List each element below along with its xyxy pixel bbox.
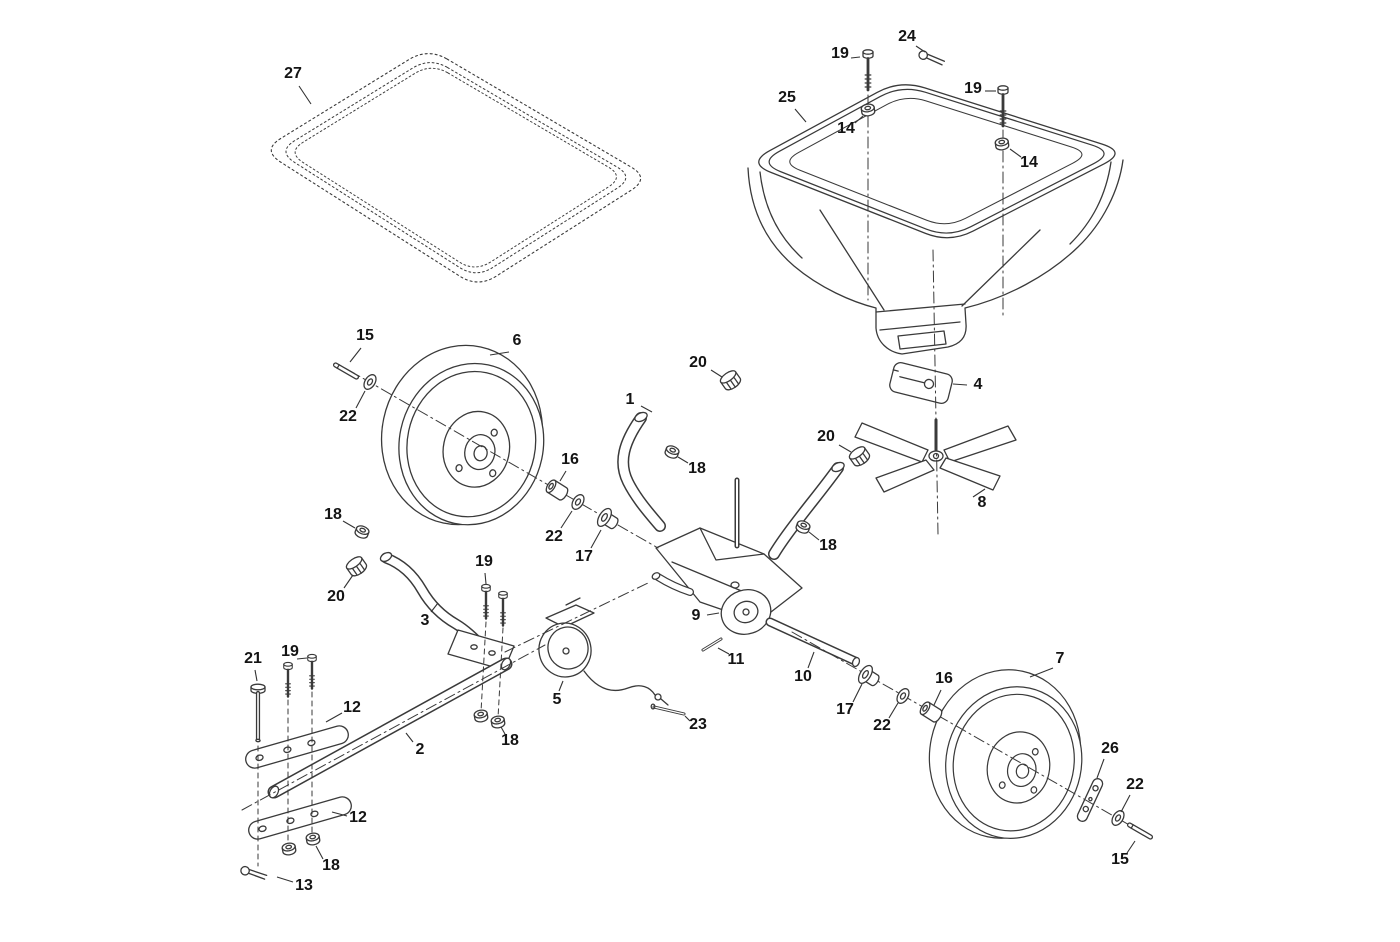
- leader-line-16: [559, 470, 567, 482]
- part-5-gearbox: [538, 597, 669, 706]
- leader-line-4: [952, 383, 968, 386]
- part-12-hitch-plate-lower: [248, 796, 352, 840]
- leader-line-20: [343, 574, 354, 589]
- leader-line-16: [933, 689, 942, 706]
- leader-line-19: [850, 56, 861, 59]
- part-10-axle: [765, 617, 861, 668]
- part-8-impeller: [854, 418, 1017, 493]
- leader-line-9: [706, 612, 720, 616]
- leader-line-26: [1096, 758, 1105, 779]
- leader-line-8: [972, 488, 986, 498]
- leader-line-19: [484, 572, 487, 585]
- leader-line-5: [558, 680, 564, 692]
- leader-line-17: [852, 683, 863, 703]
- axis-lines: [241, 94, 1153, 867]
- leader-line-22: [355, 390, 366, 409]
- part-4-plate: [889, 362, 953, 404]
- leader-line-21: [254, 669, 258, 682]
- leader-line-20: [838, 444, 852, 453]
- part-11-pin: [701, 637, 723, 652]
- leader-line-7: [1029, 667, 1054, 678]
- leader-line-14: [1009, 148, 1022, 158]
- part-26-bracket: [1076, 778, 1104, 822]
- part-2-tow-bar: [267, 657, 513, 799]
- leader-line-3: [430, 602, 439, 613]
- part-9-gear-housing: [720, 589, 772, 635]
- leader-line-22: [1120, 794, 1131, 813]
- leader-line-27: [298, 85, 312, 105]
- leader-line-11: [717, 647, 730, 655]
- leader-line-22: [560, 510, 573, 529]
- leader-line-19: [296, 657, 308, 660]
- leader-line-25: [794, 108, 807, 123]
- leader-line-23: [684, 715, 691, 722]
- leader-line-1: [640, 405, 653, 413]
- leader-line-18: [677, 456, 689, 464]
- leader-line-18: [808, 531, 820, 541]
- leader-line-20: [710, 369, 723, 378]
- part-23-pin: [650, 703, 686, 716]
- leader-line-12: [331, 811, 348, 817]
- part-3-hitch-tube: [379, 551, 515, 671]
- leader-line-2: [405, 732, 414, 743]
- leader-line-22: [888, 702, 899, 719]
- leader-line-10: [807, 651, 815, 669]
- leader-line-18: [342, 520, 356, 529]
- leader-line-14: [854, 115, 864, 124]
- part-25-hopper: [747, 84, 1124, 355]
- leader-line-13: [276, 876, 294, 883]
- leader-line-6: [489, 351, 510, 356]
- leader-line-15: [1126, 840, 1136, 854]
- leader-line-12: [325, 712, 343, 723]
- leader-line-18: [315, 845, 324, 860]
- leader-line-24: [915, 45, 926, 53]
- leader-line-18: [500, 726, 506, 735]
- leader-line-15: [349, 347, 362, 363]
- leader-line-17: [590, 529, 602, 549]
